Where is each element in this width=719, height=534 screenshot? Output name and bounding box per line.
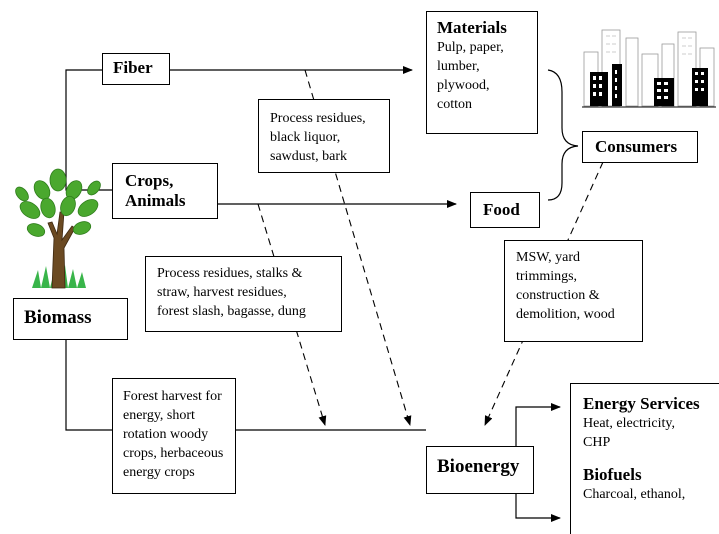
energy-crops-line-2: energy, short <box>123 408 195 423</box>
fiber-residues-line-3: sawdust, bark <box>270 149 347 164</box>
consumer-waste-line-4: demolition, wood <box>516 307 615 322</box>
bioenergy-label: Bioenergy <box>437 456 520 477</box>
energy-crops-line-3: rotation woody <box>123 427 209 442</box>
energy-crops-line-1: Forest harvest for <box>123 389 222 404</box>
biomass-node: Biomass <box>13 298 128 340</box>
fiber-residues-line-2: black liquor, <box>270 130 341 145</box>
energy-crops-line-5: energy crops <box>123 465 195 480</box>
consumers-node: Consumers <box>582 131 698 163</box>
fiber-residues-node: Process residues, black liquor, sawdust,… <box>258 99 390 173</box>
energy-services-title: Energy Services <box>583 394 700 413</box>
food-node: Food <box>470 192 540 228</box>
crop-residues-line-1: Process residues, stalks & <box>157 266 303 281</box>
crop-residues-node: Process residues, stalks & straw, harves… <box>145 256 342 332</box>
fiber-residues-line-1: Process residues, <box>270 111 366 126</box>
food-label: Food <box>483 200 520 219</box>
consumer-waste-line-2: trimmings, <box>516 269 578 284</box>
biofuels-title: Biofuels <box>583 465 642 484</box>
fiber-label: Fiber <box>113 58 153 77</box>
materials-line-3: plywood, <box>437 78 490 93</box>
consumer-waste-line-1: MSW, yard <box>516 250 581 265</box>
materials-node: Materials Pulp, paper, lumber, plywood, … <box>426 11 538 134</box>
biofuels-line-1: Charcoal, ethanol, <box>583 487 686 502</box>
outputs-node: Energy Services Heat, electricity, CHP B… <box>570 383 719 534</box>
materials-line-2: lumber, <box>437 59 480 74</box>
energy-services-line-2: CHP <box>583 435 611 450</box>
consumer-waste-node: MSW, yard trimmings, construction & demo… <box>504 240 643 342</box>
materials-title: Materials <box>437 18 507 37</box>
fiber-node: Fiber <box>102 53 170 85</box>
crops-animals-node: Crops, Animals <box>112 163 218 219</box>
consumers-label: Consumers <box>595 137 678 156</box>
crops-animals-label-1: Crops, <box>125 171 174 190</box>
city-buildings-icon <box>582 29 716 108</box>
energy-crops-node: Forest harvest for energy, short rotatio… <box>112 378 236 494</box>
crop-residues-line-3: forest slash, bagasse, dung <box>157 304 306 319</box>
consumer-waste-line-3: construction & <box>516 288 600 303</box>
bioenergy-node: Bioenergy <box>426 446 534 494</box>
energy-services-line-1: Heat, electricity, <box>583 416 675 431</box>
crop-residues-line-2: straw, harvest residues, <box>157 285 287 300</box>
biomass-label: Biomass <box>24 307 92 328</box>
tree-icon <box>15 168 101 289</box>
energy-crops-line-4: crops, herbaceous <box>123 446 224 461</box>
materials-line-4: cotton <box>437 97 472 112</box>
materials-line-1: Pulp, paper, <box>437 40 504 55</box>
crops-animals-label-2: Animals <box>125 191 186 210</box>
